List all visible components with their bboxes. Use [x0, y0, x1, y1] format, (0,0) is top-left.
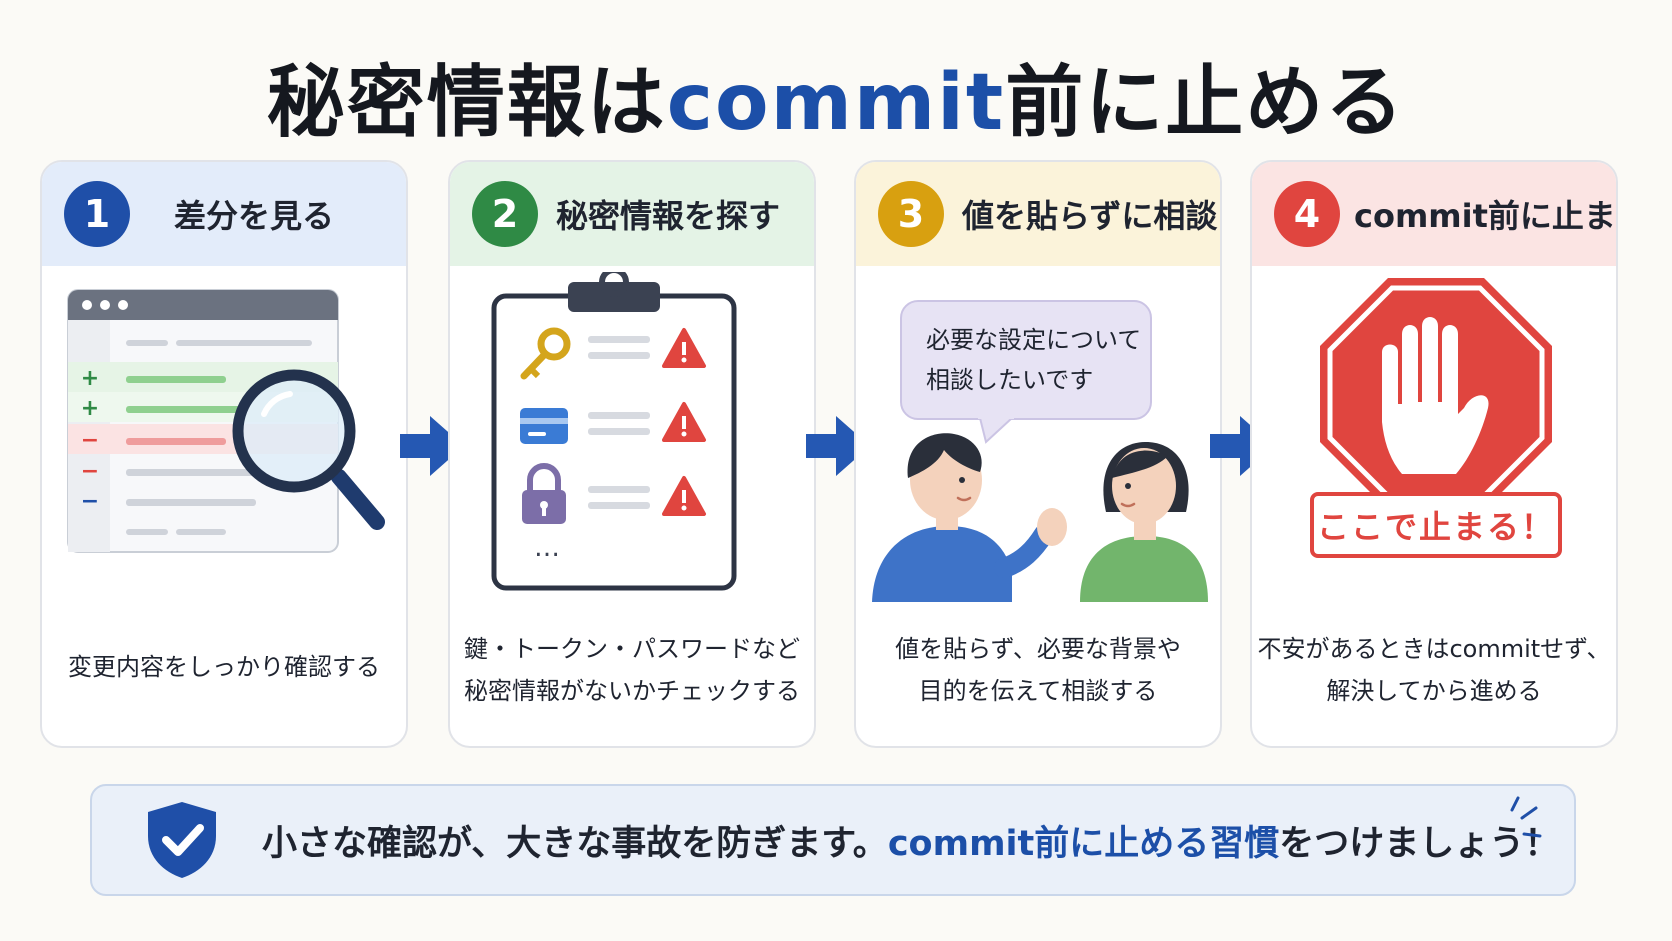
- title-tail: 前に止める: [1005, 58, 1406, 148]
- step-desc-1-line1: 変更内容をしっかり確認する: [68, 653, 380, 681]
- warning-icon: [662, 328, 706, 368]
- step-desc-2-line1: 鍵・トークン・パスワードなど: [464, 635, 800, 663]
- magnifier-icon: [232, 369, 385, 530]
- step-badge-2: 2: [472, 181, 538, 247]
- consult-illustration: [856, 272, 1220, 602]
- footer-highlight: commit前に止める習慣: [887, 823, 1280, 864]
- sparkle-lines-icon: [1510, 796, 1542, 838]
- footer-text-after: をつけましょう！: [1279, 823, 1560, 864]
- step-desc-2-line2: 秘密情報がないかチェックする: [464, 677, 800, 705]
- stop-hand-icon: [1320, 278, 1552, 510]
- title-main: 秘密情報は: [266, 58, 667, 148]
- stop-illustration: [1252, 272, 1616, 602]
- warning-icon: [662, 402, 706, 442]
- step-desc-2: 鍵・トークン・パスワードなど 秘密情報がないかチェックする: [450, 628, 814, 712]
- arrow-right-icon: [1210, 416, 1274, 476]
- step-card-2: 2 秘密情報を探す: [448, 160, 816, 748]
- step-title-2: 秘密情報を探す: [556, 197, 781, 235]
- step-header-3: 3 値を貼らずに相談: [856, 162, 1220, 266]
- bubble-tail: [978, 416, 1014, 444]
- diff-mark-3: −: [81, 428, 99, 453]
- step-desc-3-line2: 目的を伝えて相談する: [918, 677, 1158, 705]
- speech-bubble: 必要な設定について 相談したいです: [900, 300, 1152, 420]
- shield-check-icon: [148, 802, 216, 878]
- footer-text: 小さな確認が、大きな事故を防ぎます。commit前に止める習慣をつけましょう！: [262, 786, 1559, 894]
- step-badge-4: 4: [1274, 181, 1340, 247]
- step-desc-4-line2: 解決してから進める: [1326, 677, 1542, 705]
- checklist-illustration: …: [450, 267, 814, 602]
- step-desc-1: 変更内容をしっかり確認する: [42, 646, 406, 688]
- step-header-2: 2 秘密情報を探す: [450, 162, 814, 266]
- step-card-4: 4 commit前に止まる ここで止まる！ 不安があるときはcommitせず、 …: [1250, 160, 1618, 748]
- step-desc-3-line1: 値を貼らず、必要な背景や: [895, 635, 1181, 663]
- step-card-1: 1 差分を見る + + − − −: [40, 160, 408, 748]
- diff-mark-1: +: [81, 366, 99, 391]
- card-icon: [520, 408, 568, 444]
- diff-illustration: + + − − −: [42, 272, 406, 602]
- key-icon: [520, 327, 571, 380]
- arrow-right-icon: [400, 416, 464, 476]
- step-badge-3: 3: [878, 181, 944, 247]
- lock-icon: [522, 463, 566, 524]
- step-desc-3: 値を貼らず、必要な背景や 目的を伝えて相談する: [856, 628, 1220, 712]
- step-desc-4: 不安があるときはcommitせず、 解決してから進める: [1252, 628, 1616, 712]
- step-header-4: 4 commit前に止まる: [1252, 162, 1616, 266]
- arrow-right-icon: [806, 416, 870, 476]
- diff-mark-5: −: [81, 489, 99, 514]
- diff-mark-4: −: [81, 459, 99, 484]
- step-badge-1: 1: [64, 181, 130, 247]
- person-right-icon: [1080, 442, 1208, 602]
- warning-icon: [662, 476, 706, 516]
- step-title-3: 値を貼らずに相談: [962, 197, 1218, 235]
- step-header-1: 1 差分を見る: [42, 162, 406, 266]
- stop-label: ここで止まる！: [1316, 508, 1555, 546]
- bubble-line2: 相談したいです: [926, 366, 1094, 394]
- bubble-line1: 必要な設定について: [926, 326, 1142, 354]
- diff-mark-2: +: [81, 396, 99, 421]
- step-desc-4-line1: 不安があるときはcommitせず、: [1257, 635, 1611, 663]
- step-title-4: commit前に止まる: [1354, 197, 1616, 235]
- step-card-3: 3 値を貼らずに相談: [854, 160, 1222, 748]
- step-title-1: 差分を見る: [174, 197, 335, 235]
- page-title: 秘密情報はcommit前に止める: [0, 40, 1672, 152]
- title-highlight: commit: [666, 58, 1006, 148]
- stop-banner: ここで止まる！: [1310, 492, 1562, 558]
- footer-text-before: 小さな確認が、大きな事故を防ぎます。: [262, 823, 888, 864]
- more-items: …: [534, 533, 560, 563]
- person-left-icon: [872, 433, 1067, 602]
- footer-banner: 小さな確認が、大きな事故を防ぎます。commit前に止める習慣をつけましょう！: [90, 784, 1576, 896]
